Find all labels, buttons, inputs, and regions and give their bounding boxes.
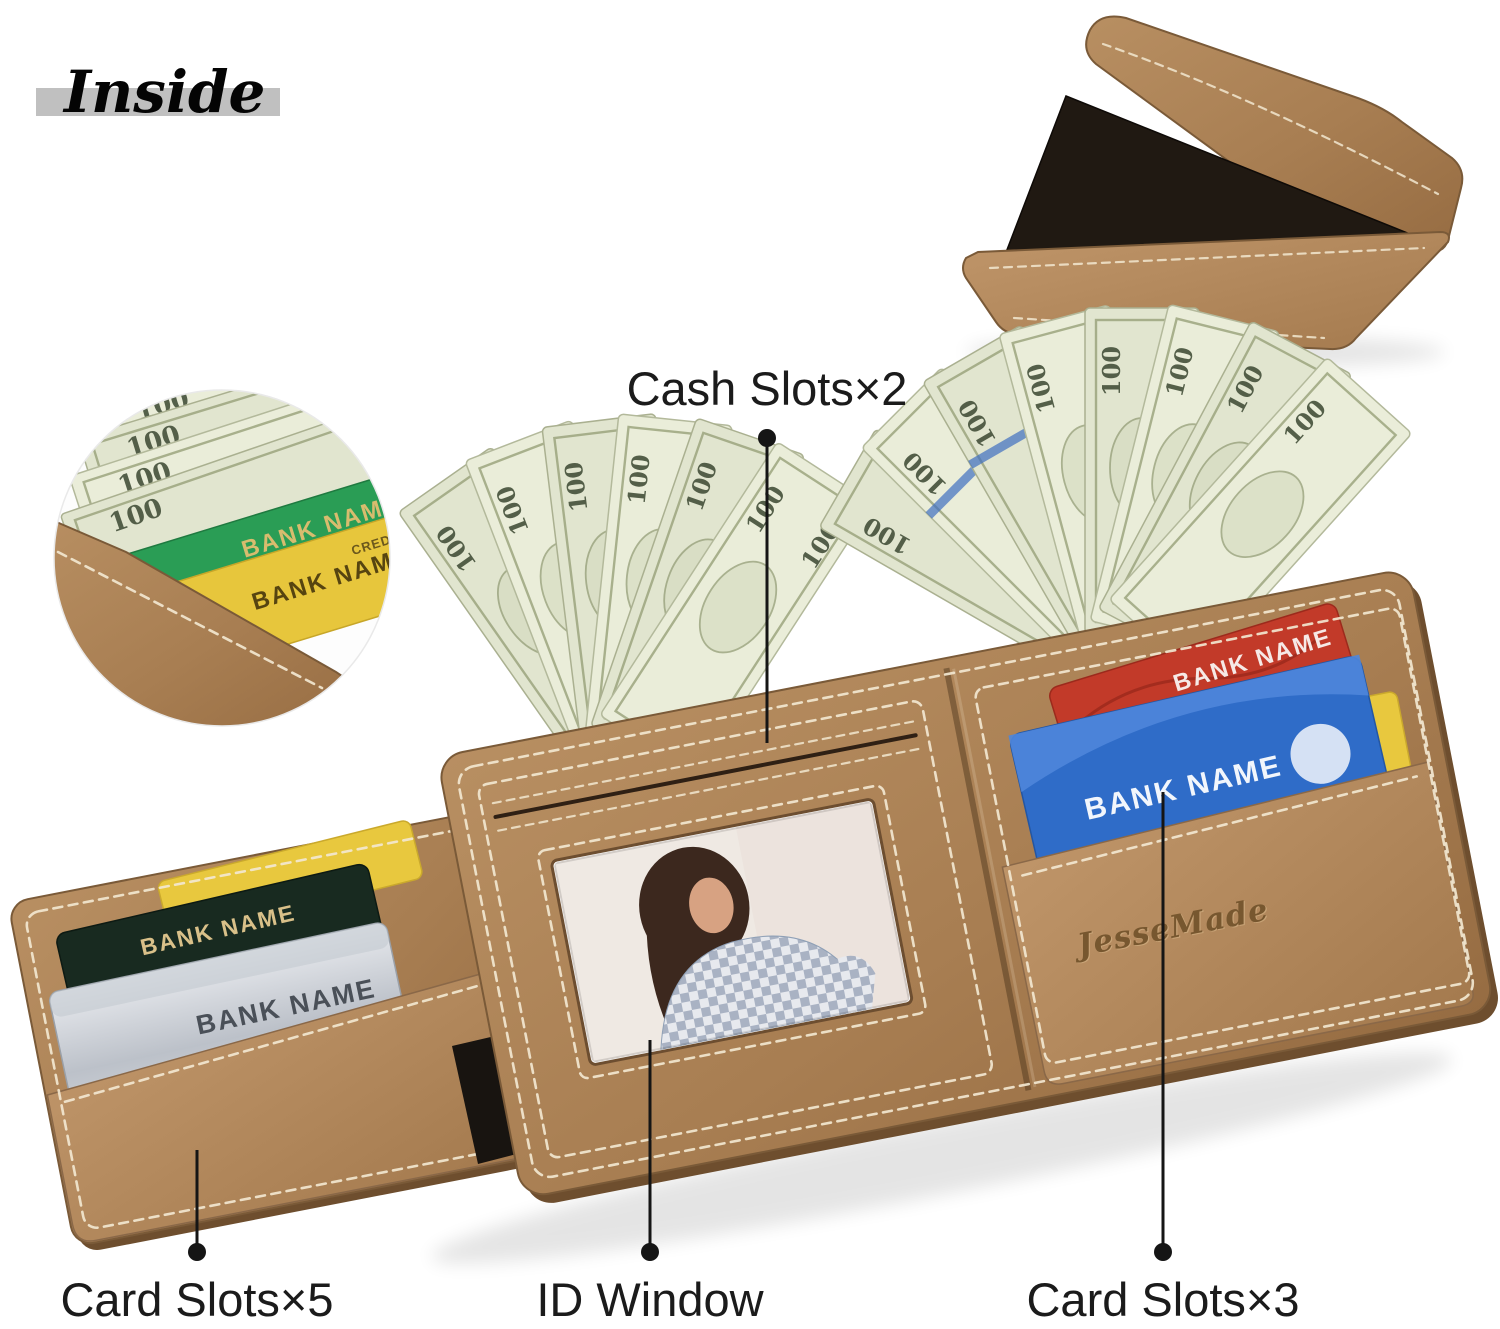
folded-wallet-front-stitch-top: [988, 246, 1426, 270]
title-underline-bar: [36, 88, 280, 116]
left-flap: BANK NAME BANK NAME: [10, 814, 545, 1251]
cash-slit: [493, 733, 918, 819]
id-window-label: ID Window: [536, 1273, 764, 1326]
callout-card-slots-right: Card Slots×3: [1026, 792, 1300, 1326]
wallet-shadows: [431, 1052, 1453, 1264]
cash-fan-right: 100 100 100 100 100 100 100 100: [820, 304, 1411, 690]
main-wallet: BANK NAME BANK NAME JesseMade JesseMade: [440, 571, 1498, 1203]
svg-text:100: 100: [332, 326, 392, 370]
cash-bill: 100: [1110, 358, 1411, 675]
folded-wallet-back-shell: [1085, 15, 1464, 253]
leader-dot: [1154, 1243, 1172, 1261]
folded-wallet-back-stitch: [1101, 42, 1440, 196]
inset-edge: [53, 389, 391, 727]
callout-id-window: ID Window: [536, 1040, 765, 1326]
page-title: Inside: [62, 58, 265, 126]
card-slots-left-label: Card Slots×5: [60, 1273, 333, 1326]
leader-dot: [641, 1243, 659, 1261]
callout-cash-slots: Cash Slots×2: [627, 362, 908, 743]
right-pocket-stitch: [1021, 775, 1419, 877]
cash-slit-stitch-top: [491, 720, 915, 805]
cash-slots-label: Cash Slots×2: [627, 362, 908, 415]
right-pocket: [1001, 761, 1474, 1085]
photo-shirt: [660, 935, 868, 1051]
wallet-border-stitch: [457, 588, 1475, 1179]
photo-arm: [832, 955, 876, 1016]
right-panel-stitch: [974, 607, 1471, 1064]
fold-seam: [943, 667, 1032, 1091]
leader-dot: [188, 1243, 206, 1261]
center-panel-stitch: [477, 700, 994, 1159]
flap-pocket-stitch: [63, 981, 492, 1104]
fold-highlight: [952, 668, 1037, 1088]
cash-bill: 100 100: [600, 442, 872, 777]
svg-text:100: 100: [622, 453, 656, 506]
card-slots-right-label: Card Slots×3: [1026, 1273, 1299, 1326]
cash-slit-stitch-bottom: [497, 747, 920, 832]
id-photo: [553, 800, 911, 1064]
svg-text:100: 100: [559, 460, 594, 513]
id-window-frame-stitch: [536, 784, 927, 1080]
cash-fan-left: 100 100 100 100 100 100 100: [399, 413, 872, 779]
svg-text:100: 100: [1097, 346, 1126, 396]
photo-face: [689, 877, 734, 934]
inset-pocket-stitch: [56, 550, 324, 690]
page-header: Inside: [36, 58, 280, 126]
callout-card-slots-left: Card Slots×5: [60, 1150, 334, 1326]
svg-text:100: 100: [322, 359, 383, 404]
